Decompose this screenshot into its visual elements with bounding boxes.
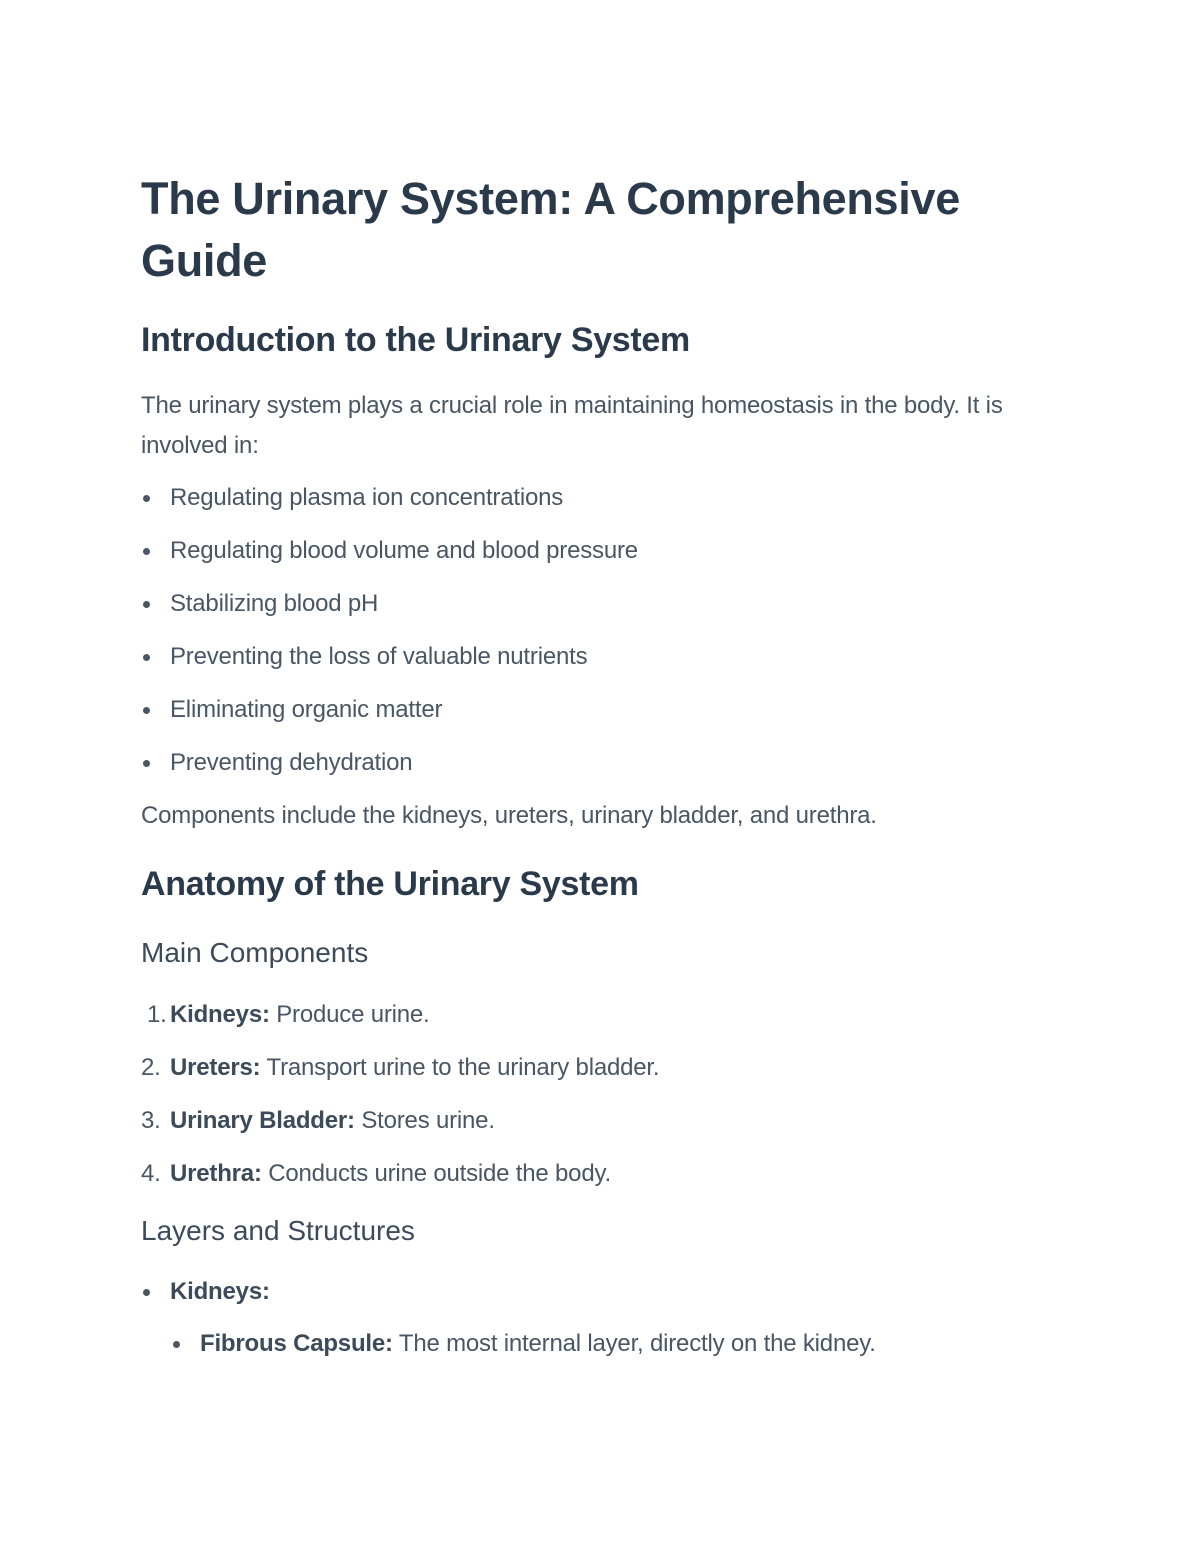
bullet-icon [143,495,150,502]
subheading-main-components: Main Components [141,937,369,968]
subheading-layers: Layers and Structures [141,1215,415,1246]
bullet-icon [143,707,150,714]
intro-paragraph: The urinary system plays a crucial role … [141,392,1003,459]
components-note: Components include the kidneys, ureters,… [141,802,877,829]
section-heading-anatomy: Anatomy of the Urinary System [141,865,639,903]
section-heading-intro: Introduction to the Urinary System [141,321,690,359]
bullet-icon [143,654,150,661]
bullet-icon [143,548,150,555]
bullet-icon [173,1341,180,1348]
bullet-icon [143,760,150,767]
bullet-icon [143,601,150,608]
page-title: The Urinary System: A Comprehensive Guid… [141,173,960,286]
bullet-icon [143,1289,150,1296]
